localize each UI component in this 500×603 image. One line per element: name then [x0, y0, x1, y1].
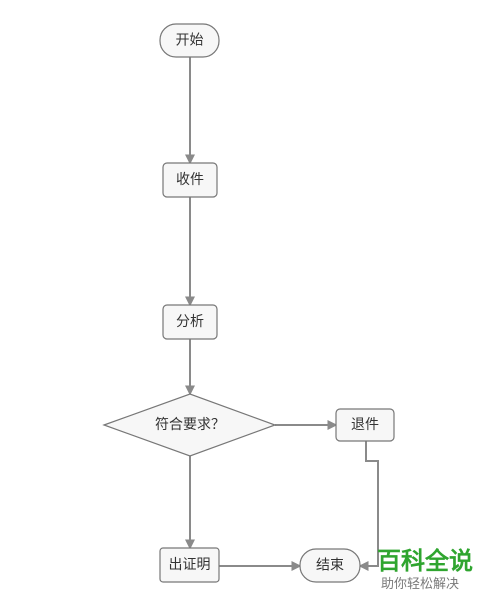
watermark: 百科全说 助你轻松解决 [377, 547, 473, 592]
analyze-node-label: 分析 [176, 314, 204, 330]
analyze-node: 分析 [162, 304, 218, 340]
edge-return-to-end [358, 441, 379, 571]
watermark-subtitle: 助你轻松解决 [381, 577, 459, 592]
receive-node: 收件 [162, 162, 218, 198]
receive-node-label: 收件 [176, 172, 204, 188]
return-node: 退件 [335, 408, 395, 442]
certificate-node-label: 出证明 [169, 557, 211, 573]
end-node: 结束 [299, 548, 361, 583]
watermark-title: 百科全说 [377, 547, 473, 575]
decision-node-label: 符合要求？ [155, 417, 225, 433]
end-node-label: 结束 [316, 558, 344, 574]
start-node-label: 开始 [176, 33, 204, 49]
start-node: 开始 [159, 23, 220, 58]
return-node-label: 退件 [351, 417, 379, 433]
certificate-node: 出证明 [159, 547, 220, 583]
decision-node: 符合要求？ [102, 393, 277, 457]
